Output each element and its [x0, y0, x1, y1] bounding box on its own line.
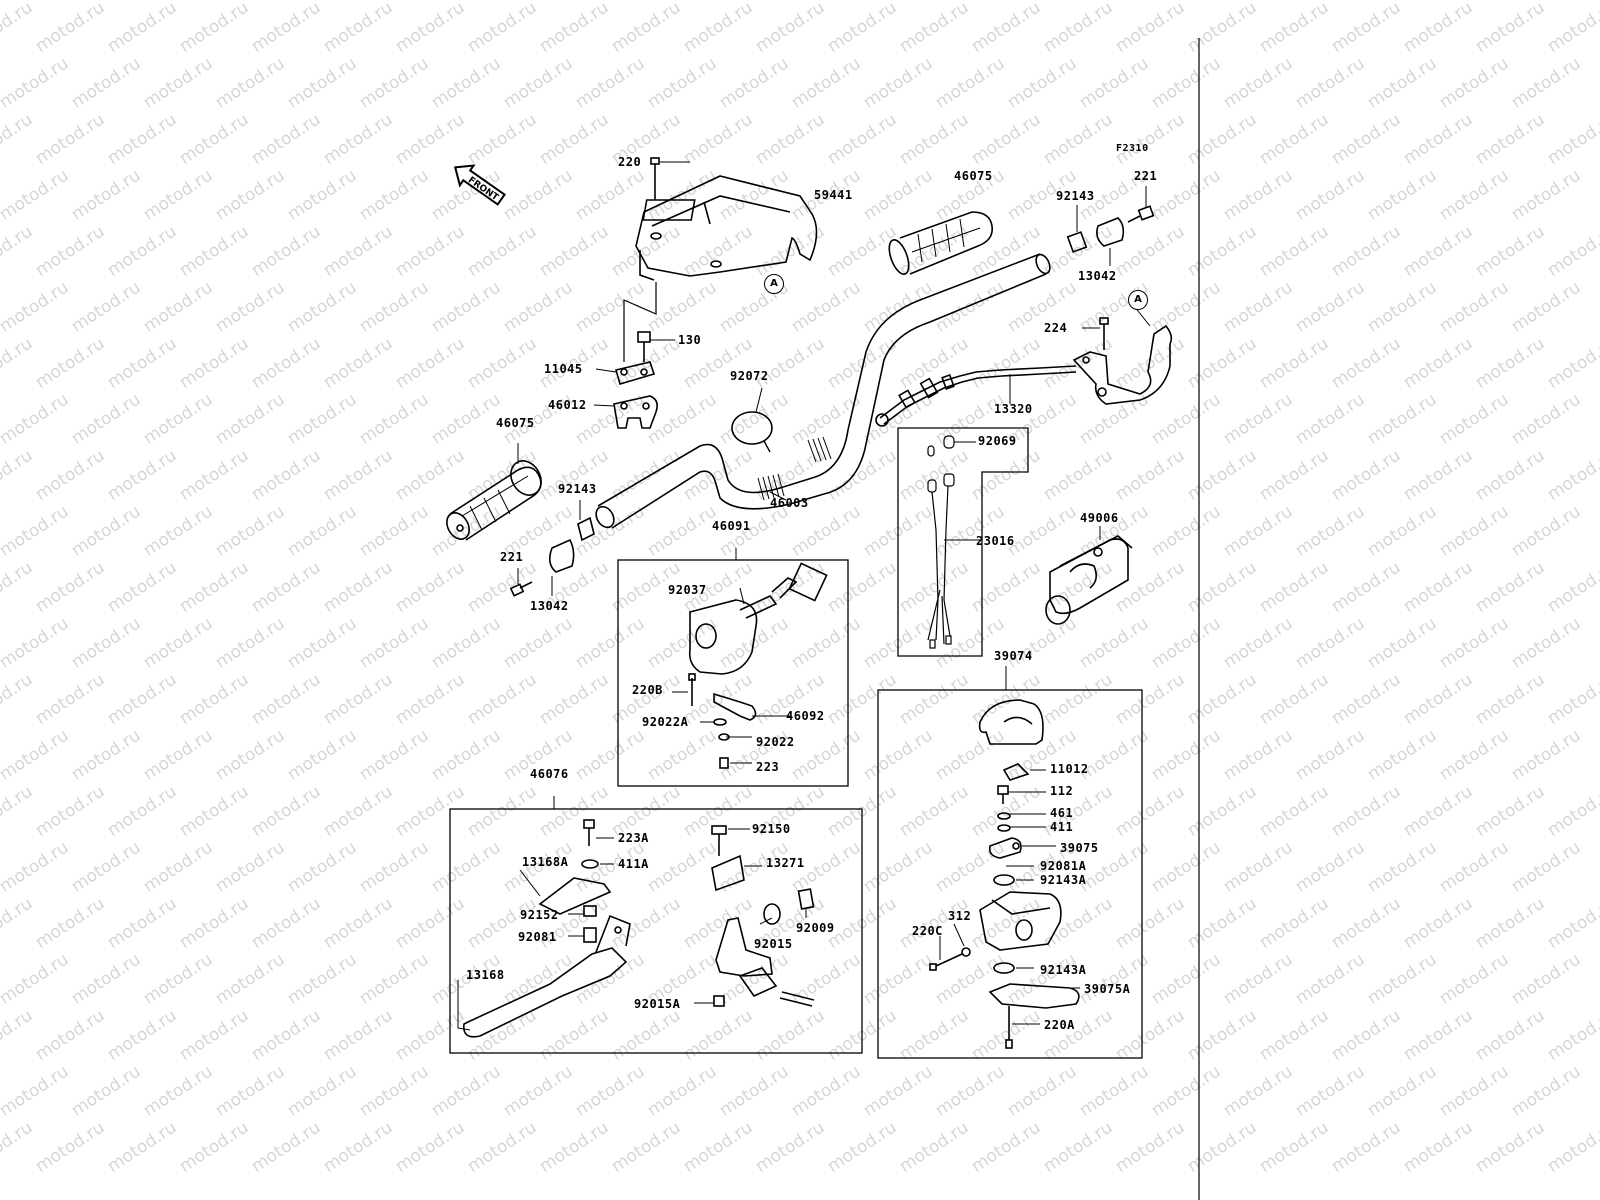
callout-a-marker: A: [1128, 290, 1148, 310]
throttle-cable-drawing: [875, 305, 1173, 427]
part-label: 92072: [730, 369, 769, 383]
part-label: 92022: [756, 735, 795, 749]
part-label: 13042: [530, 599, 569, 613]
part-label: 92069: [978, 434, 1017, 448]
part-label: 46003: [770, 496, 809, 510]
part-label: 220A: [1044, 1018, 1075, 1032]
part-label: 223A: [618, 831, 649, 845]
bolt-220-drawing: [650, 157, 690, 200]
part-label: 92037: [668, 583, 707, 597]
wiring-harness-drawing: [927, 435, 982, 649]
part-label: 92143A: [1040, 963, 1087, 977]
part-label: 92143: [558, 482, 597, 496]
box-46091-frame: [617, 559, 849, 787]
part-label: 39075: [1060, 841, 1099, 855]
part-label: 39075A: [1084, 982, 1131, 996]
bar-end-left-drawing: [509, 500, 595, 597]
part-label: 312: [948, 909, 972, 923]
grip-left-drawing: [446, 443, 542, 541]
wiring-box-frame: [897, 427, 1029, 657]
box-46076-frame: [449, 808, 863, 1054]
part-label: 130: [678, 333, 702, 347]
part-label: 13168A: [522, 855, 569, 869]
bar-end-right-drawing: [1066, 186, 1155, 266]
part-label: 46092: [786, 709, 825, 723]
grip-right-drawing: [888, 211, 994, 275]
switch-46091-drawing: [672, 562, 828, 769]
part-label: 13271: [766, 856, 805, 870]
part-label: 92015A: [634, 997, 681, 1011]
part-label: 92143A: [1040, 873, 1087, 887]
callout-a-marker: A: [764, 274, 784, 294]
part-label: 92022A: [642, 715, 689, 729]
part-label: 39074: [994, 649, 1033, 663]
lever-46076-drawing: [457, 819, 815, 1038]
part-label: 411A: [618, 857, 649, 871]
part-label: 92150: [752, 822, 791, 836]
part-label: 461: [1050, 806, 1074, 820]
part-label: 13168: [466, 968, 505, 982]
handlebar-cover-drawing: [635, 175, 818, 281]
part-label: 11045: [544, 362, 583, 376]
box-39074-frame: [877, 689, 1143, 1059]
part-label: 49006: [1080, 511, 1119, 525]
part-label: 59441: [814, 188, 853, 202]
part-label: 46076: [530, 767, 569, 781]
part-label: 23016: [976, 534, 1015, 548]
part-label: 46075: [954, 169, 993, 183]
part-label: 92015: [754, 937, 793, 951]
handlebar-drawing: [595, 253, 1051, 529]
part-label: 13320: [994, 402, 1033, 416]
part-label: 46075: [496, 416, 535, 430]
switch-39074-drawing: [929, 699, 1080, 1049]
clamp-bolts-drawing: [593, 331, 675, 429]
part-label: 46091: [712, 519, 751, 533]
part-label: 92143: [1056, 189, 1095, 203]
switch-housing-49006-drawing: [1045, 526, 1133, 625]
clamp-ring: [731, 411, 773, 445]
part-label: 92081A: [1040, 859, 1087, 873]
part-label: 46012: [548, 398, 587, 412]
part-label: 220B: [632, 683, 663, 697]
part-label: 11012: [1050, 762, 1089, 776]
part-label: 220: [618, 155, 642, 169]
part-label: 92152: [520, 908, 559, 922]
part-label: 221: [500, 550, 524, 564]
part-label: 13042: [1078, 269, 1117, 283]
part-label: 224: [1044, 321, 1068, 335]
part-label: 221: [1134, 169, 1158, 183]
part-label: 223: [756, 760, 780, 774]
part-label: 92081: [518, 930, 557, 944]
part-label: 411: [1050, 820, 1074, 834]
part-label: 220C: [912, 924, 943, 938]
figure-code: F2310: [1116, 143, 1149, 154]
part-label: 92009: [796, 921, 835, 935]
part-label: 112: [1050, 784, 1074, 798]
